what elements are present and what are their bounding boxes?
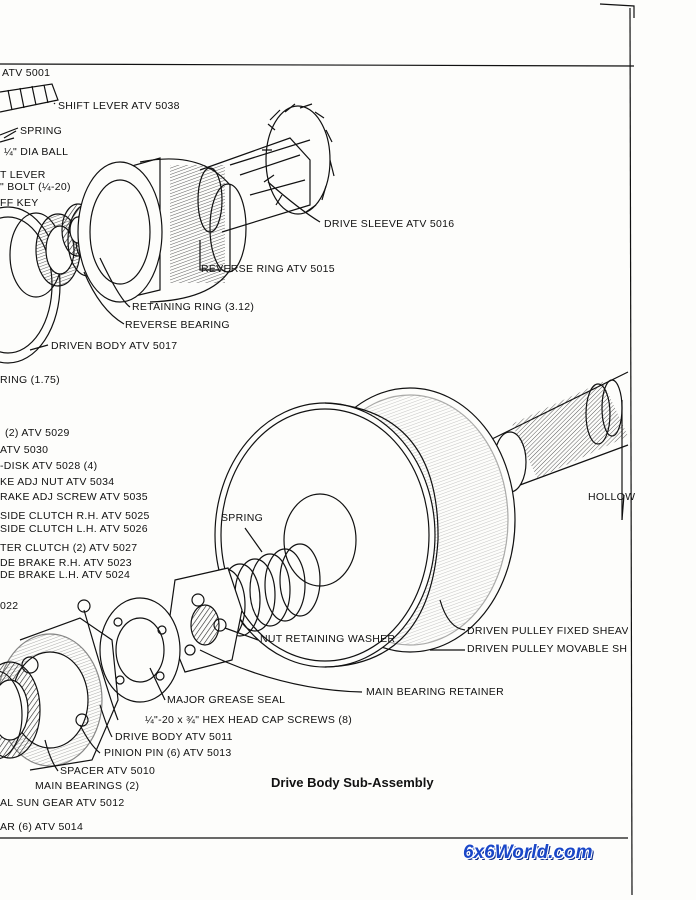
leader-pinion-pin <box>79 724 101 754</box>
leader-cap-screws <box>83 609 119 721</box>
label-outside-clutch-lh: SIDE CLUTCH L.H. ATV 5026 <box>0 523 148 535</box>
label-disk: -DISK ATV 5028 (4) <box>0 460 98 472</box>
main-bearing-retainer-part <box>99 597 181 703</box>
label-drive-sleeve: DRIVE SLEEVE ATV 5016 <box>324 218 455 230</box>
label-spring-mid: SPRING <box>221 512 264 524</box>
leader-drive-sleeve <box>267 181 321 223</box>
leader-spacer <box>44 739 59 772</box>
driven-pulley-movable-sheave <box>214 402 439 668</box>
label-hollow: HOLLOW <box>588 491 636 503</box>
label-drive-body: DRIVE BODY ATV 5011 <box>115 731 233 743</box>
page-top-rule <box>0 63 635 67</box>
leader-bearing-retainer <box>199 649 363 693</box>
label-ring-175: RING (1.75) <box>0 374 60 386</box>
label-t-lever: T LEVER <box>0 169 46 181</box>
leader-nut-washer <box>224 627 259 641</box>
label-outside-clutch-rh: SIDE CLUTCH R.H. ATV 5025 <box>0 510 150 522</box>
label-spring-top: SPRING <box>20 125 63 137</box>
label-retaining-ring: RETAINING RING (3.12) <box>132 301 255 313</box>
label-nut-retaining-washer: NUT RETAINING WASHER <box>260 633 396 645</box>
hollow-shaft-part <box>489 371 629 520</box>
label-reverse-bearing: REVERSE BEARING <box>125 319 230 331</box>
label-pinion-pin: PINION PIN (6) ATV 5013 <box>104 747 232 759</box>
label-ff-key: FF KEY <box>0 197 39 209</box>
drive-sleeve-part <box>197 103 335 233</box>
main-bearings-part <box>0 661 41 760</box>
label-022: 022 <box>0 600 19 612</box>
label-major-grease-seal: MAJOR GREASE SEAL <box>167 694 286 706</box>
label-atv-5030: ATV 5030 <box>0 444 49 456</box>
small-spring-part <box>0 127 19 143</box>
label-main-bearing-retainer: MAIN BEARING RETAINER <box>366 686 504 698</box>
label-brake-adj-screw: RAKE ADJ SCREW ATV 5035 <box>0 491 148 503</box>
leader-spring <box>3 130 17 139</box>
label-shift-lever: SHIFT LEVER ATV 5038 <box>58 100 180 112</box>
label-sun-gear: AL SUN GEAR ATV 5012 <box>0 797 125 809</box>
label-main-bearings: MAIN BEARINGS (2) <box>35 780 140 792</box>
leader-retaining-ring <box>99 257 131 308</box>
leader-grease-seal <box>149 667 166 701</box>
label-brake-adj-nut: KE ADJ NUT ATV 5034 <box>0 476 115 488</box>
reverse-ring-part <box>77 157 247 303</box>
label-movable-sheave: DRIVEN PULLEY MOVABLE SHEAVE <box>467 644 628 655</box>
label-spacer: SPACER ATV 5010 <box>60 765 156 777</box>
label-side-brake-lh: DE BRAKE L.H. ATV 5024 <box>0 569 131 581</box>
nut-retaining-washer-part <box>167 567 243 673</box>
leader-reverse-ring <box>199 240 220 271</box>
label-atv-5029: (2) ATV 5029 <box>5 427 70 439</box>
watermark-logo: 6x6World.com <box>463 842 593 863</box>
page-corner-mark <box>599 3 635 18</box>
leader-drive-body <box>99 704 113 738</box>
label-side-brake-rh: DE BRAKE R.H. ATV 5023 <box>0 557 132 569</box>
leader-reverse-bearing <box>83 271 125 325</box>
label-bolt: " BOLT (¼-20) <box>0 181 71 193</box>
label-center-clutch: TER CLUTCH (2) ATV 5027 <box>0 542 138 554</box>
leader-driven-body <box>29 344 49 351</box>
label-atv-5014: AR (6) ATV 5014 <box>0 821 84 833</box>
label-reverse-ring: REVERSE RING ATV 5015 <box>201 263 335 275</box>
label-cap-screws: ¼"-20 x ¾" HEX HEAD CAP SCREWS (8) <box>145 714 353 726</box>
label-driven-body: DRIVEN BODY ATV 5017 <box>51 340 178 352</box>
page-right-rule <box>629 7 633 896</box>
shift-lever-part <box>0 83 59 113</box>
leader-fixed-sheave <box>439 599 466 631</box>
leader-shift-lever <box>53 102 56 105</box>
label-fixed-sheave: DRIVEN PULLEY FIXED SHEAVE <box>467 626 628 637</box>
label-atv-5001: ATV 5001 <box>2 67 51 79</box>
leader-spring-mid <box>244 527 263 553</box>
leader-hollow <box>621 494 625 521</box>
label-dia-ball: ¼" DIA BALL <box>4 146 69 158</box>
figure-caption: Drive Body Sub-Assembly <box>271 775 434 790</box>
